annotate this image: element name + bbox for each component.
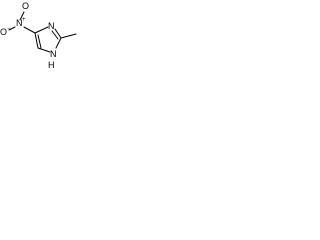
bond-n-c4 — [23, 26, 36, 34]
charge-minus: − — [7, 26, 11, 32]
atom-o-top: O — [22, 1, 30, 11]
molecule-diagram: O N + O − N N H — [0, 0, 91, 77]
atom-nitro-n: N — [16, 18, 23, 28]
bond-c4-c5 — [34, 32, 39, 49]
molecule-structure — [8, 11, 77, 53]
bond-c2-n3 — [54, 28, 62, 39]
bond-n3-c4 — [34, 26, 49, 34]
atom-ring-nh-h: H — [48, 60, 55, 70]
bond-o-top-n — [19, 11, 25, 21]
atom-ring-n-top: N — [48, 21, 55, 31]
bond-c4-c5-double — [37, 34, 42, 49]
atom-o-left: O — [0, 27, 8, 37]
charge-plus: + — [22, 17, 26, 23]
bond-n1-c2 — [55, 37, 62, 49]
atom-ring-nh: N — [50, 49, 57, 59]
bond-n-o-left — [8, 26, 16, 31]
bond-c2-n3-double — [51, 30, 59, 40]
bond-c5-n1 — [37, 47, 51, 53]
bond-c2-methyl — [60, 33, 77, 39]
